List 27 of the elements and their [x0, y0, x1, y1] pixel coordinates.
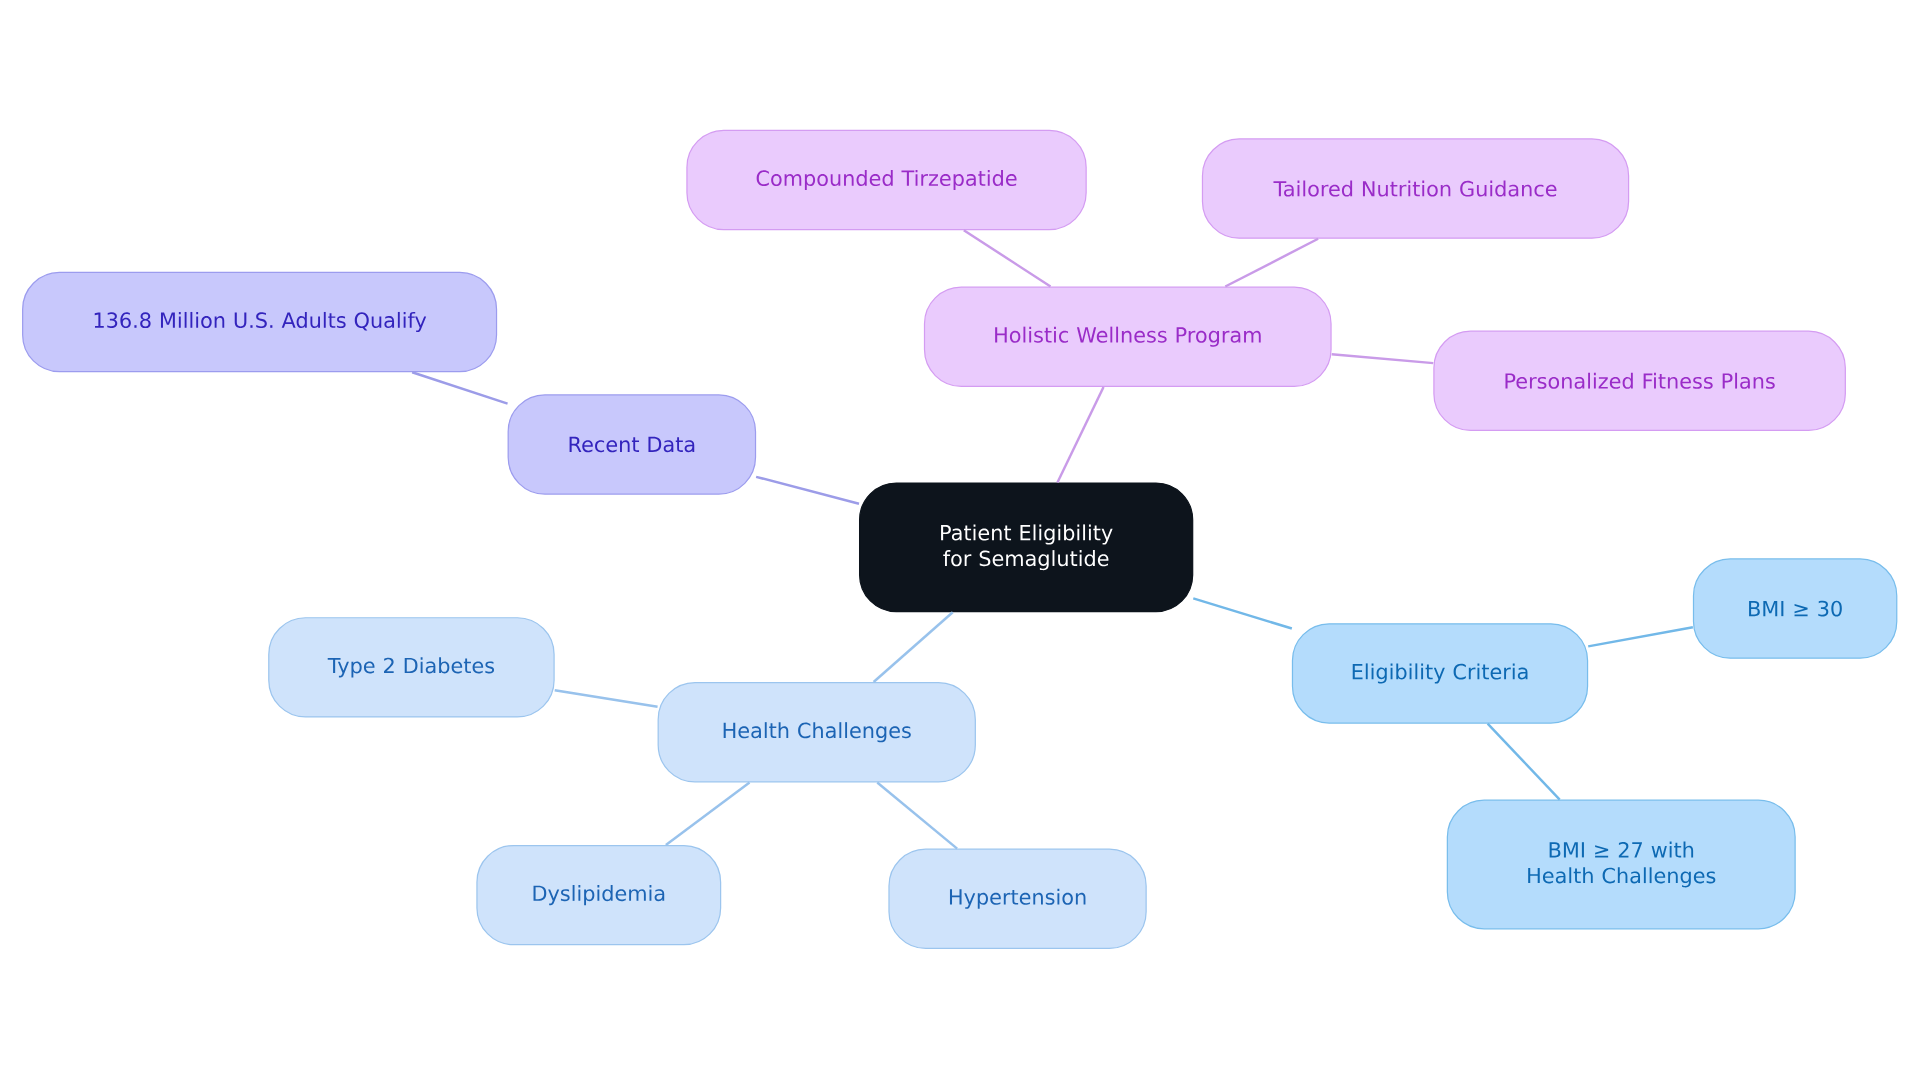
connector-line [876, 781, 958, 850]
topic-box: Hypertension [888, 848, 1147, 949]
connector-line [1486, 722, 1561, 801]
connector-line [963, 228, 1052, 288]
topic-box: Recent Data [507, 394, 757, 495]
topic-box: Personalized Fitness Plans [1433, 330, 1846, 431]
topic-box: Eligibility Criteria [1291, 623, 1589, 724]
topic-box: Dyslipidemia [476, 844, 722, 946]
topic-box: Holistic Wellness Program [923, 286, 1332, 387]
connector-line [554, 688, 658, 708]
topic-box: Patient Eligibility for Semaglutide [859, 482, 1194, 612]
connector-line [1224, 237, 1319, 288]
connector-line [1192, 597, 1293, 630]
topic-box: 136.8 Million U.S. Adults Qualify [22, 271, 498, 373]
topic-box: Tailored Nutrition Guidance [1201, 138, 1630, 239]
topic-box: Compounded Tirzepatide [686, 129, 1087, 230]
connector-line [1331, 352, 1434, 365]
connector-line [1587, 625, 1694, 648]
connector-line [755, 475, 860, 505]
connector-line [872, 611, 954, 683]
topic-box: Health Challenges [657, 681, 976, 783]
topic-box: BMI ≥ 27 with Health Challenges [1446, 799, 1796, 930]
connector-line [411, 370, 508, 405]
topic-box: BMI ≥ 30 [1692, 558, 1898, 659]
topic-box: Type 2 Diabetes [268, 616, 555, 718]
connector-line [665, 781, 751, 846]
connector-line [1056, 386, 1105, 483]
